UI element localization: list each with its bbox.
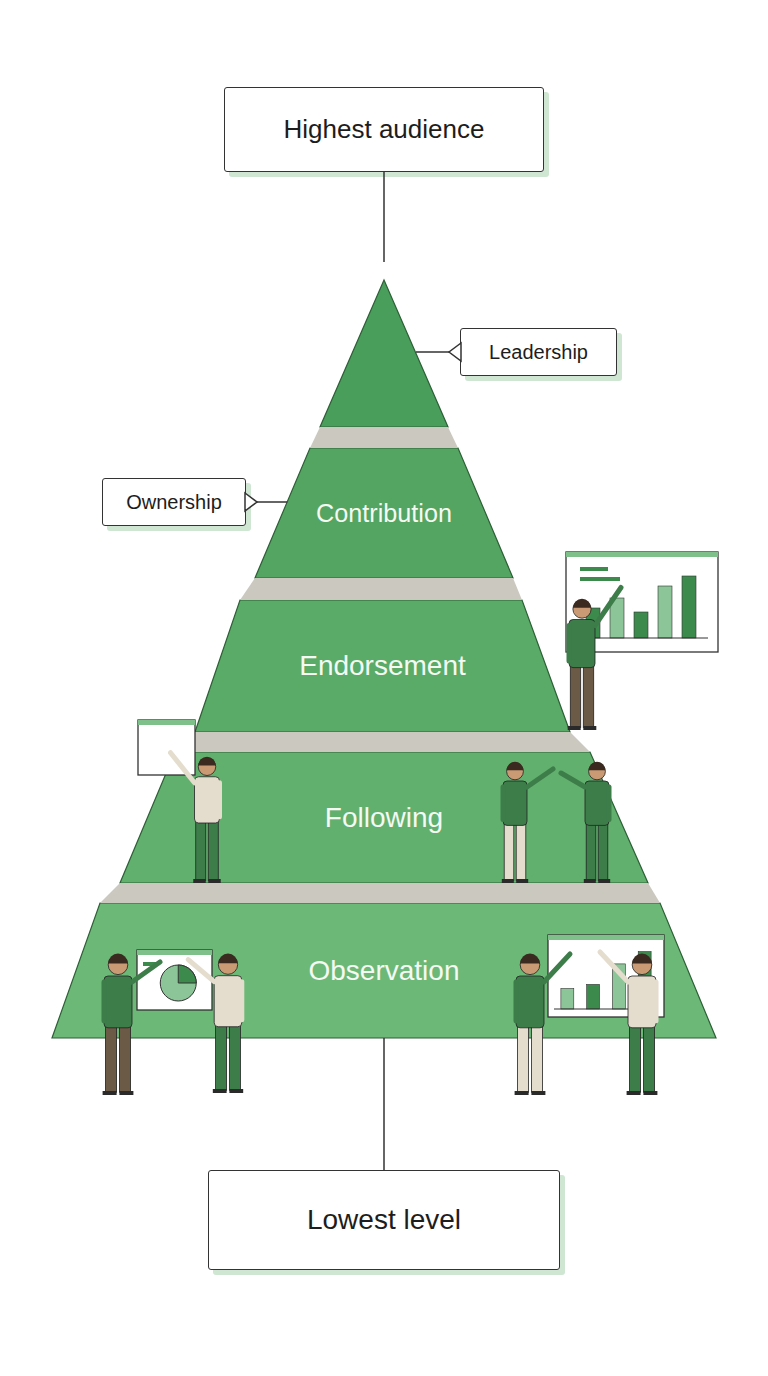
connector-line [383,1038,385,1170]
band-gaps [100,427,660,903]
box-label: Highest audience [284,114,485,145]
band-label: Endorsement [299,650,466,682]
pyramid-band: Observation [52,903,716,1038]
band-gap [175,732,590,752]
box-label: Ownership [126,491,222,514]
band-gap [100,883,660,903]
band-polygon [52,903,716,1038]
band-polygon [195,600,570,732]
apex-triangle [320,280,448,427]
callout-box: Leadership [460,328,617,376]
box-label: Lowest level [307,1204,461,1236]
pyramid-band: Contribution [255,448,513,578]
band-polygon [255,448,513,578]
title-box: Highest audience [224,87,544,172]
box-label: Leadership [489,341,588,364]
callout-notch [245,493,257,511]
connector-line [256,501,287,503]
band-polygon [120,752,648,883]
leader-line [416,351,450,353]
callout-box: Ownership [102,478,246,526]
band-label: Observation [309,955,460,987]
leader-line [383,172,385,262]
base-box: Lowest level [208,1170,560,1270]
band-label: Following [325,802,443,834]
chart-board [566,552,718,652]
band-gap [240,578,522,600]
pyramid-band: Endorsement [195,600,570,732]
band-label: Contribution [316,499,452,528]
band-gap [310,427,458,448]
pyramid-band: Following [120,752,648,883]
person-figure [568,588,621,731]
